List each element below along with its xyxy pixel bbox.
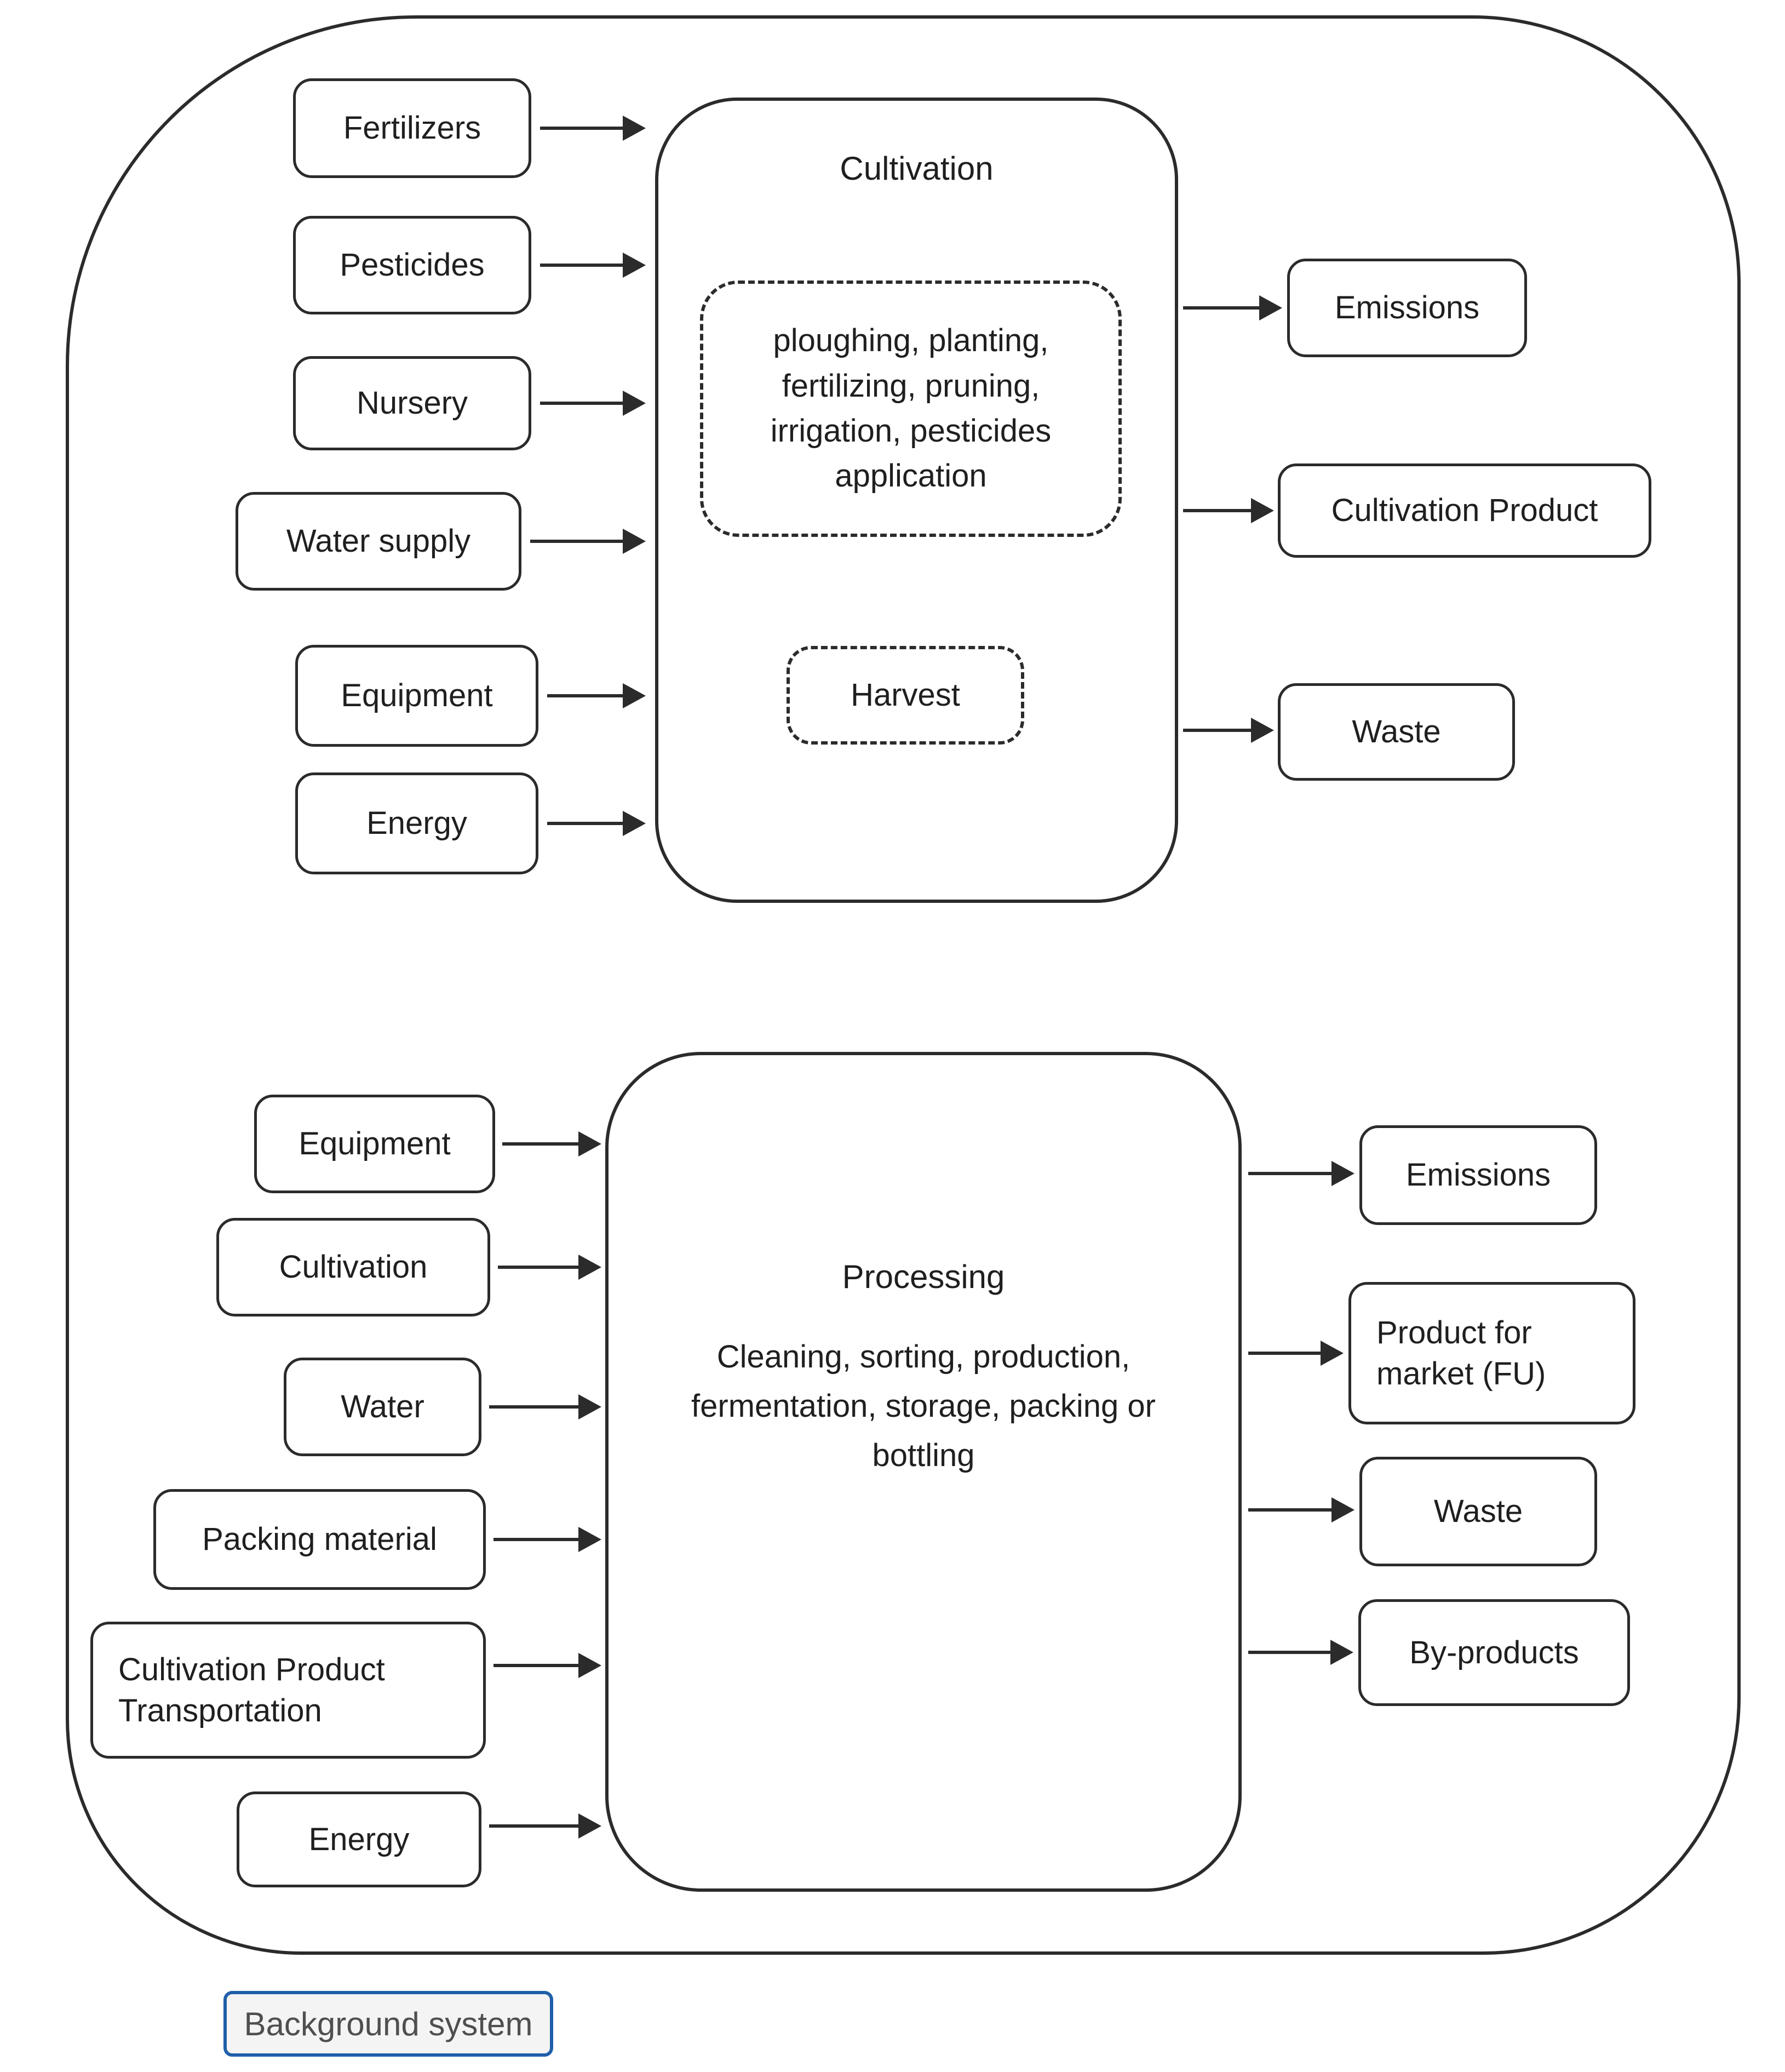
input-box-equipment-cultivation: Equipment [295, 645, 538, 747]
output-box-emissions-processing: Emissions [1359, 1125, 1597, 1225]
arrow-water-supply-to-cultivation [530, 540, 623, 543]
harvest-box: Harvest [787, 646, 1024, 745]
arrow-processing-to-waste [1248, 1508, 1332, 1512]
output-box-product-for-market: Product for market (FU) [1348, 1282, 1635, 1424]
arrow-energy-to-cultivation [547, 822, 623, 825]
arrow-transportation-to-processing [493, 1664, 579, 1667]
arrow-energy-to-processing [489, 1824, 579, 1828]
arrow-water-to-processing [489, 1405, 579, 1409]
output-box-waste-processing: Waste [1359, 1457, 1597, 1566]
input-box-fertilizers: Fertilizers [293, 78, 531, 178]
arrow-cultivation-to-emissions [1183, 306, 1260, 310]
input-box-pesticides: Pesticides [293, 216, 531, 314]
processing-stage-box [605, 1052, 1242, 1892]
cultivation-stage-title: Cultivation [840, 150, 994, 187]
arrow-nursery-to-cultivation [540, 402, 623, 405]
arrow-pesticides-to-cultivation [540, 264, 623, 267]
input-box-equipment-processing: Equipment [254, 1095, 495, 1193]
background-system-label-text: Background system [244, 2005, 533, 2042]
output-box-waste-cultivation: Waste [1278, 683, 1515, 781]
arrow-processing-to-by-products [1248, 1651, 1331, 1654]
input-box-cultivation-processing: Cultivation [216, 1218, 490, 1317]
cultivation-activities-box: ploughing, planting, fertilizing, prunin… [700, 281, 1122, 537]
input-box-water-processing: Water [284, 1358, 481, 1456]
arrow-cultivation-to-waste [1183, 729, 1252, 732]
input-box-energy-cultivation: Energy [295, 772, 538, 874]
input-box-cultivation-product-transportation: Cultivation Product Transportation [90, 1622, 486, 1759]
input-box-packing-material: Packing material [153, 1489, 486, 1590]
arrow-cultivation-to-processing [498, 1266, 579, 1269]
processing-stage-title: Processing [842, 1258, 1005, 1295]
arrow-processing-to-emissions [1248, 1172, 1332, 1175]
arrow-equipment-to-cultivation [547, 694, 623, 697]
harvest-label: Harvest [851, 677, 960, 713]
input-box-energy-processing: Energy [237, 1791, 481, 1887]
output-box-emissions-cultivation: Emissions [1287, 259, 1527, 357]
output-box-cultivation-product: Cultivation Product [1278, 463, 1651, 558]
arrow-processing-to-product-for-market [1248, 1352, 1321, 1355]
cultivation-activities-text: ploughing, planting, fertilizing, prunin… [770, 323, 1052, 494]
system-boundary-outline [66, 15, 1741, 1955]
arrow-cultivation-to-cultivation-product [1183, 509, 1252, 512]
arrow-equipment-to-processing [502, 1142, 579, 1146]
arrow-fertilizers-to-cultivation [540, 127, 623, 130]
processing-activities-text: Cleaning, sorting, production, fermentat… [691, 1339, 1156, 1473]
background-system-label: Background system [223, 1991, 553, 2057]
input-box-water-supply: Water supply [236, 492, 521, 591]
arrow-packing-material-to-processing [493, 1538, 579, 1541]
input-box-nursery: Nursery [293, 356, 531, 450]
output-box-by-products: By-products [1358, 1599, 1630, 1706]
